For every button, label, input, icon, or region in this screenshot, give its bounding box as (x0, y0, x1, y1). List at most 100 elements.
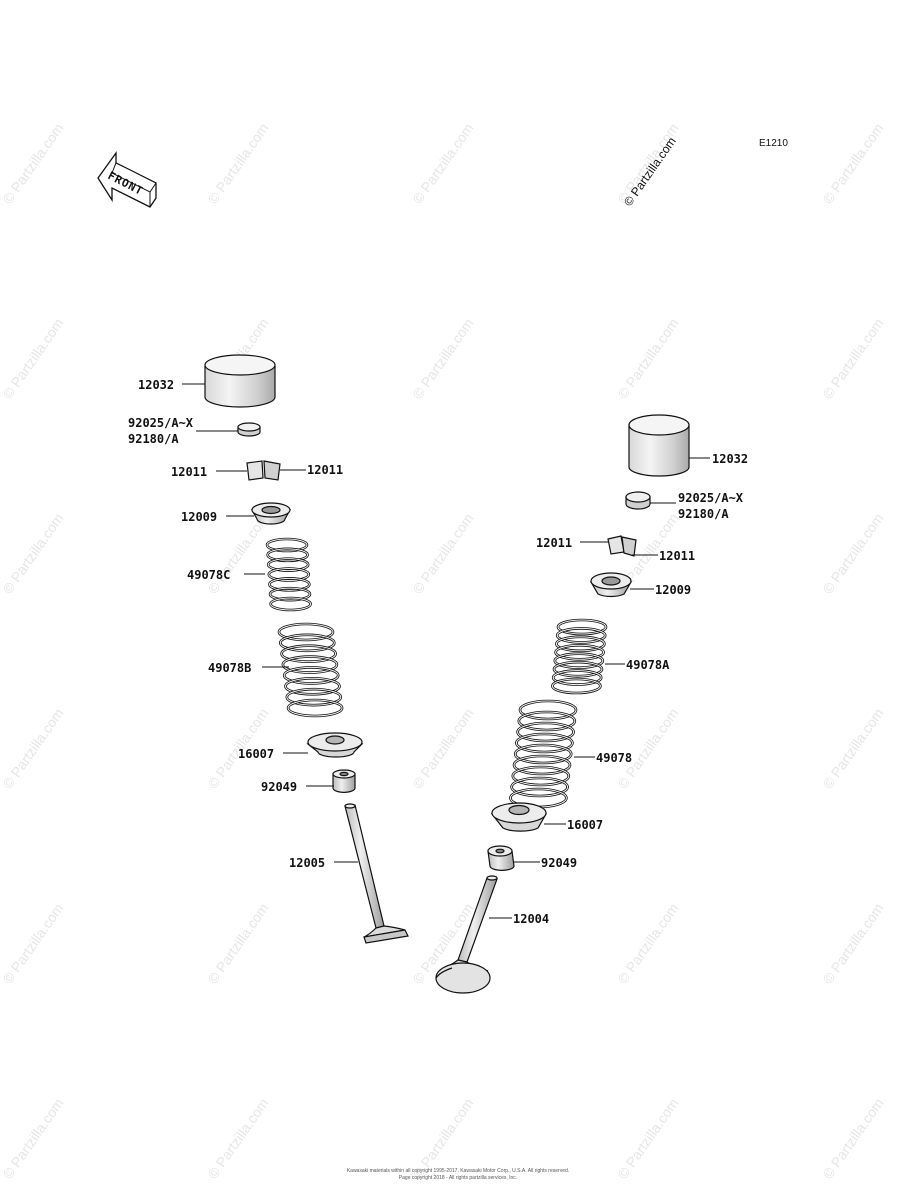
right-valve (435, 875, 498, 994)
label-right-valve: 12004 (513, 912, 549, 926)
label-left-cotter-b: 12011 (307, 463, 343, 477)
label-right-tappet: 12032 (712, 452, 748, 466)
right-retainer (589, 572, 633, 598)
right-shim (625, 491, 651, 510)
spring-coil-highlight (555, 636, 605, 652)
spring-coil-highlight (513, 755, 571, 775)
spring-coil-highlight (512, 766, 570, 786)
label-left-inner-spring: 49078C (187, 568, 230, 582)
left-outer-spring (277, 622, 344, 718)
left-cotters (246, 460, 281, 481)
spring-coil-highlight (557, 619, 607, 635)
watermark-text: © Partzilla.com (0, 900, 67, 986)
spring-coil-highlight (267, 558, 309, 572)
watermark-text: © Partzilla.com (819, 1095, 886, 1181)
watermark-text: © Partzilla.com (204, 1095, 271, 1181)
watermark-text: © Partzilla.com (614, 900, 681, 986)
watermark-text: © Partzilla.com (204, 900, 271, 986)
left-inner-spring (265, 537, 312, 612)
watermark-text: © Partzilla.com (0, 705, 67, 791)
spring-coil-highlight (283, 666, 339, 684)
watermark-text: © Partzilla.com (0, 1095, 67, 1181)
spring-coil-highlight (552, 670, 602, 686)
watermark-text: © Partzilla.com (409, 120, 476, 206)
right-inner-spring (551, 618, 608, 695)
left-shim (237, 422, 261, 437)
left-tappet (204, 354, 276, 408)
label-left-spring-seat: 16007 (238, 747, 274, 761)
watermark-text: © Partzilla.com (614, 1095, 681, 1181)
spring-coil-highlight (269, 587, 311, 601)
spring-coil-highlight (278, 623, 334, 641)
watermark-text: © Partzilla.com (204, 120, 271, 206)
watermark-text: © Partzilla.com (614, 705, 681, 791)
spring-coil-highlight (553, 661, 603, 677)
watermark-text: © Partzilla.com (409, 315, 476, 401)
right-tappet (628, 414, 690, 477)
watermark-text: © Partzilla.com (819, 705, 886, 791)
watermark-text: © Partzilla.com (0, 510, 67, 596)
spring-coil-highlight (266, 538, 308, 552)
spring-coil-highlight (515, 733, 573, 753)
spring-coil-highlight (514, 744, 572, 764)
spring-coil-highlight (287, 699, 343, 717)
label-left-stem-seal: 92049 (261, 780, 297, 794)
left-stem-seal (332, 769, 356, 793)
footer-line-2: Page copyright 2018 - All rights partzil… (399, 1175, 517, 1181)
spring-coil-highlight (268, 577, 310, 591)
spring-coil-highlight (281, 645, 337, 663)
label-right-spring-seat: 16007 (567, 818, 603, 832)
label-left-shim-b: 92180/A (128, 432, 179, 446)
right-stem-seal (487, 845, 515, 871)
label-right-retainer: 12009 (655, 583, 691, 597)
spring-coil-highlight (511, 777, 569, 797)
spring-coil-highlight (286, 688, 342, 706)
spring-coil-highlight (517, 722, 575, 742)
label-left-retainer: 12009 (181, 510, 217, 524)
spring-coil-highlight (556, 627, 606, 643)
spring-coil-highlight (519, 700, 577, 720)
spring-coil-highlight (285, 677, 340, 695)
leader-lines (182, 383, 710, 919)
spring-coil-highlight (270, 597, 312, 611)
label-right-shim-b: 92180/A (678, 507, 729, 521)
spring-coil-highlight (554, 653, 604, 669)
watermark-text: © Partzilla.com (0, 120, 67, 206)
left-valve (344, 803, 409, 944)
watermark-text: © Partzilla.com (614, 315, 681, 401)
left-retainer (250, 502, 292, 525)
label-left-cotter-a: 12011 (171, 465, 207, 479)
label-right-stem-seal: 92049 (541, 856, 577, 870)
spring-coil-highlight (518, 711, 576, 731)
spring-coil-highlight (268, 568, 310, 581)
part-labels: 12032 92025/A~X 92180/A 12011 12011 1200… (128, 378, 748, 926)
right-cotters (607, 535, 637, 557)
watermark-text: © Partzilla.com (819, 900, 886, 986)
watermark-text: © Partzilla.com (409, 510, 476, 596)
watermark-layer: © Partzilla.com © Partzilla.com © Partzill… (0, 120, 887, 1181)
front-arrow-icon: FRONT (97, 150, 157, 208)
right-spring-seat (490, 802, 548, 832)
spring-coil-highlight (267, 548, 309, 562)
label-left-valve: 12005 (289, 856, 325, 870)
label-left-outer-spring: 49078B (208, 661, 251, 675)
label-right-inner-spring: 49078A (626, 658, 670, 672)
left-spring-seat (306, 732, 364, 758)
spring-coil-highlight (551, 678, 601, 694)
watermark-text: © Partzilla.com (819, 510, 886, 596)
right-valve-assembly (435, 414, 690, 994)
footer-line-1: Kawasaki materials within all copyright … (347, 1168, 569, 1174)
diagram-code: E1210 (759, 138, 788, 149)
left-valve-assembly (204, 354, 409, 944)
label-right-shim-a: 92025/A~X (678, 491, 744, 505)
spring-coil-highlight (279, 634, 335, 652)
label-right-cotter-a: 12011 (536, 536, 572, 550)
right-outer-spring (509, 699, 578, 809)
label-right-cotter-b: 12011 (659, 549, 695, 563)
watermark-text: © Partzilla.com (0, 315, 67, 401)
label-right-outer-spring: 49078 (596, 751, 632, 765)
watermark-text: © Partzilla.com (819, 120, 886, 206)
spring-coil-highlight (555, 644, 605, 660)
watermark-text: © Partzilla.com (409, 705, 476, 791)
